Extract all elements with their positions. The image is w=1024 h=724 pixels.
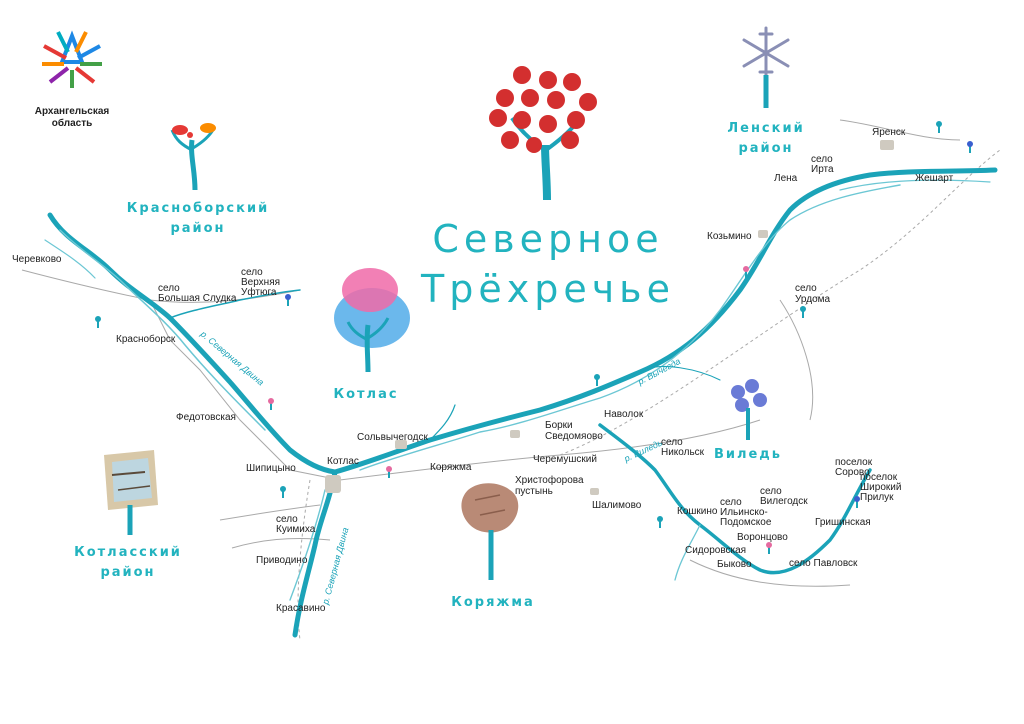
lensky-illustration	[742, 26, 790, 108]
place-vorontsovo: Воронцово	[737, 532, 788, 543]
place-grishinskaya: Гришинская	[815, 517, 871, 528]
place-bykovo: Быково	[717, 559, 752, 570]
place-khristoforova-2: пустынь	[515, 486, 553, 497]
place-cheremushsky: Черемушский	[533, 454, 597, 465]
berry-tree-illustration	[489, 66, 597, 201]
place-krasavino: Красавино	[276, 603, 326, 614]
place-borki: Борки	[545, 420, 573, 431]
title-line2: Трёхречье	[420, 267, 675, 311]
place-v-uftyuga-3: Уфтюга	[241, 286, 277, 298]
place-sorovo-1: поселок	[835, 457, 873, 468]
place-b-sludka-2: Большая Слудка	[158, 293, 237, 304]
district-kotlassky-line1: Котласский	[74, 545, 182, 560]
place-kozmino: Козьмино	[707, 231, 752, 242]
place-zheshart: Жешарт	[915, 173, 954, 184]
place-shipitsyno: Шипицыно	[246, 463, 296, 474]
district-koryazhma: Коряжма	[451, 595, 535, 610]
viled-illustration	[731, 379, 767, 441]
district-lensky-line1: Ленский	[727, 121, 804, 136]
logo-line2: область	[52, 117, 93, 129]
kotlas-illustration	[334, 268, 410, 373]
place-ilinsko-2: Ильинско-	[720, 507, 768, 518]
place-sidorovskaya: Сидоровская	[685, 545, 746, 556]
place-labels: Черевково село Большая Слудка село Верхн…	[12, 127, 954, 614]
oblast-logo: Архангельская область	[35, 30, 110, 129]
place-irta-1: село	[811, 154, 833, 165]
place-nikolsk-1: село	[661, 437, 683, 448]
place-ilinsko-3: Подомское	[720, 517, 772, 528]
place-prilyk-1: поселок	[860, 472, 898, 483]
place-koshkino: Кошкино	[677, 506, 718, 517]
place-sorovo-2: Сорово	[835, 467, 870, 478]
title-line1: Северное	[432, 217, 663, 261]
krasnoborsky-illustration	[170, 123, 216, 191]
district-kotlas: Котлас	[333, 387, 398, 402]
place-lena: Лена	[774, 173, 798, 184]
place-irta-2: Ирта	[811, 164, 834, 175]
place-nikolsk-2: Никольск	[661, 447, 705, 458]
place-privodino: Приводино	[256, 555, 308, 566]
place-svedomyovo: Сведомяово	[545, 431, 603, 442]
place-yarensk: Яренск	[872, 127, 906, 138]
district-kotlassky-line2: район	[100, 565, 155, 580]
logo-line1: Архангельская	[35, 106, 110, 117]
place-solvychegodsk: Сольвычегодск	[357, 432, 428, 443]
place-urdoma-2: Урдома	[795, 294, 831, 305]
place-vilegodsk-2: Вилегодск	[760, 496, 808, 507]
place-ilinsko-1: село	[720, 497, 742, 508]
place-cherevkovo: Черевково	[12, 254, 62, 265]
rivers	[44, 167, 998, 638]
place-b-sludka-1: село	[158, 283, 180, 294]
place-urdoma-1: село	[795, 283, 817, 294]
place-pavlovsk: село Павловск	[789, 558, 858, 569]
place-v-uftyuga-1: село	[241, 267, 263, 278]
kotlassky-illustration	[104, 450, 158, 535]
place-prilyk-3: Прилук	[860, 492, 894, 503]
place-krasnoborsk: Красноборск	[116, 333, 176, 345]
district-krasnoborsky-line2: район	[170, 221, 225, 236]
place-fedotovskaya: Федотовская	[176, 412, 236, 423]
place-shalimovo: Шалимово	[592, 500, 642, 511]
place-navolok: Наволок	[604, 409, 644, 420]
koryazhma-illustration	[461, 483, 519, 581]
tree-markers	[95, 121, 973, 554]
district-viled: Виледь	[714, 447, 782, 462]
place-khristoforova-1: Христофорова	[515, 474, 584, 486]
place-koryazhma-town: Коряжма	[430, 462, 472, 473]
place-vilegodsk-1: село	[760, 486, 782, 497]
settlements	[325, 140, 894, 495]
place-kotlas-town: Котлас	[327, 456, 359, 467]
place-prilyk-2: Широкий	[860, 482, 901, 493]
district-lensky-line2: район	[738, 141, 793, 156]
place-kuimikha-2: Куимиха	[276, 524, 316, 535]
place-v-uftyuga-2: Верхняя	[241, 277, 280, 288]
place-kuimikha-1: село	[276, 514, 298, 525]
district-krasnoborsky-line1: Красноборский	[127, 201, 269, 216]
